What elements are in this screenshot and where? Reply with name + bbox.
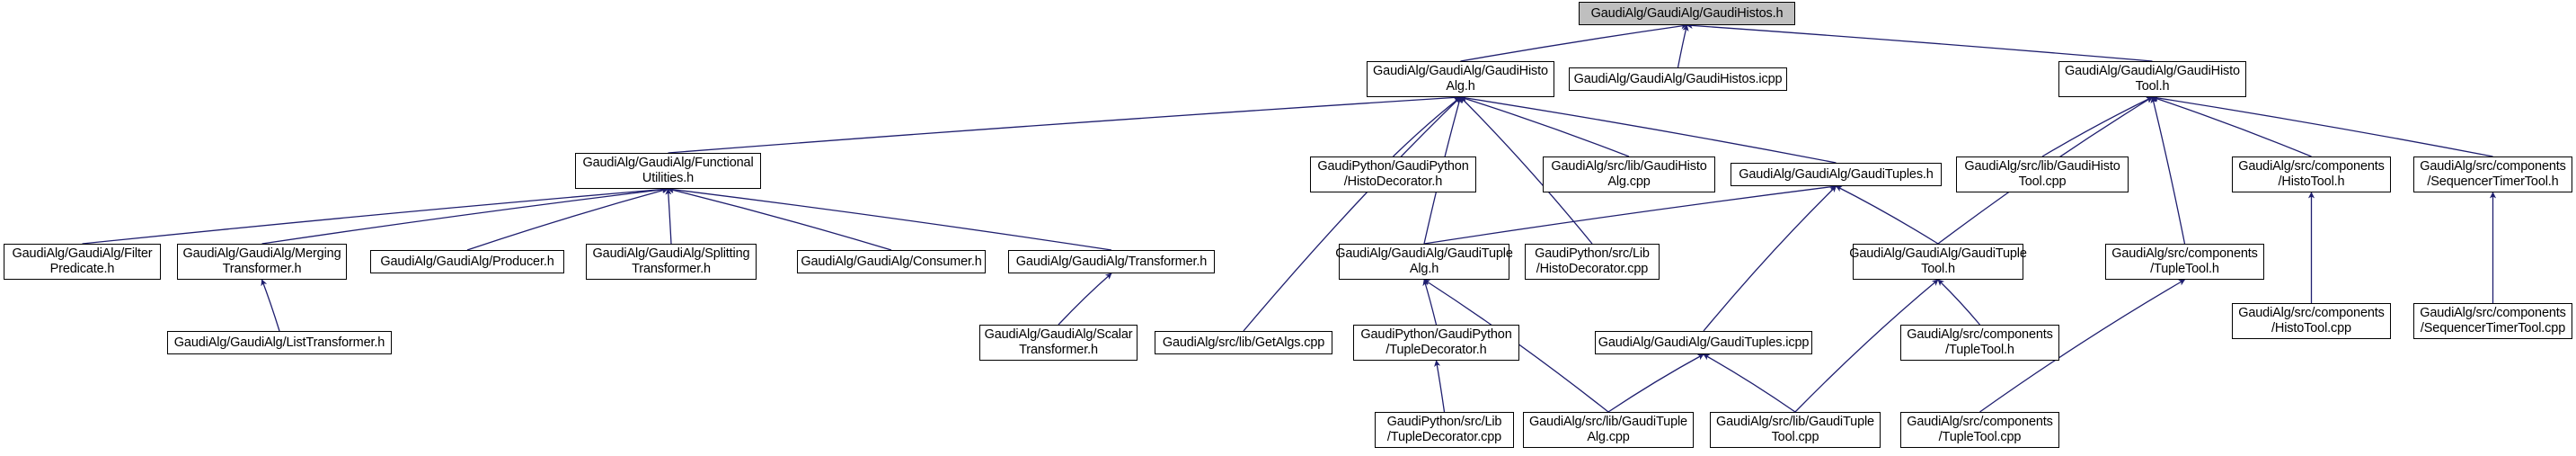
graph-edge: [261, 279, 280, 332]
graph-node[interactable]: GaudiAlg/GaudiAlg/GaudiTuple Alg.h: [1335, 244, 1513, 280]
graph-node[interactable]: GaudiAlg/src/components /SequencerTimerT…: [2413, 303, 2572, 339]
graph-node[interactable]: GaudiAlg/GaudiAlg/Consumer.h: [797, 250, 986, 273]
graph-node[interactable]: GaudiAlg/GaudiAlg/Functional Utilities.h: [575, 153, 761, 189]
graph-node[interactable]: GaudiPython/GaudiPython /TupleDecorator.…: [1353, 325, 1519, 361]
graph-node[interactable]: GaudiAlg/GaudiAlg/GaudiHisto Tool.h: [2058, 61, 2246, 97]
graph-edge: [1423, 183, 1837, 245]
graph-node[interactable]: GaudiAlg/src/components /HistoTool.cpp: [2232, 303, 2391, 339]
graph-node[interactable]: GaudiAlg/src/components /SequencerTimerT…: [2413, 156, 2572, 192]
graph-node[interactable]: GaudiAlg/src/lib/GaudiTuple Tool.cpp: [1710, 412, 1881, 448]
graph-node[interactable]: GaudiAlg/GaudiAlg/Filter Predicate.h: [4, 244, 161, 280]
graph-edge: [2041, 96, 2154, 157]
graph-edge: [667, 187, 892, 251]
graph-edge: [668, 94, 1462, 154]
graph-node[interactable]: GaudiAlg/GaudiAlg/Scalar Transformer.h: [979, 325, 1138, 361]
graph-edge: [261, 186, 669, 245]
graph-edge: [2150, 96, 2186, 245]
graph-node[interactable]: GaudiAlg/GaudiAlg/Producer.h: [370, 250, 564, 273]
graph-node[interactable]: GaudiPython/src/Lib /HistoDecorator.cpp: [1525, 244, 1660, 280]
graph-edge: [1703, 353, 1796, 413]
graph-edge: [1058, 273, 1112, 326]
graph-edge: [1686, 22, 2153, 62]
graph-node[interactable]: GaudiPython/src/Lib /TupleDecorator.cpp: [1375, 412, 1514, 448]
graph-edge: [1835, 185, 1939, 245]
graph-edge: [1459, 95, 1630, 157]
graph-edge: [1937, 279, 1980, 326]
graph-node[interactable]: GaudiAlg/GaudiAlg/ListTransformer.h: [167, 331, 392, 354]
graph-node[interactable]: GaudiAlg/GaudiAlg/Splitting Transformer.…: [586, 244, 757, 280]
graph-edge: [466, 187, 669, 251]
graph-node[interactable]: GaudiAlg/src/lib/GaudiHisto Alg.cpp: [1543, 156, 1715, 192]
graph-edge: [82, 185, 669, 245]
graph-edge: [1459, 94, 1837, 164]
graph-edge: [1460, 22, 1688, 62]
graph-edge: [1422, 279, 1438, 326]
graph-edge: [2151, 94, 2493, 157]
graph-node[interactable]: GaudiAlg/GaudiAlg/GaudiHisto Alg.h: [1367, 61, 1554, 97]
graph-node[interactable]: GaudiAlg/src/lib/GaudiTuple Alg.cpp: [1523, 412, 1694, 448]
graph-node[interactable]: GaudiAlg/GaudiAlg/GaudiTuples.h: [1731, 163, 1942, 186]
graph-edge: [667, 186, 1112, 251]
graph-node[interactable]: GaudiAlg/src/components /HistoTool.h: [2232, 156, 2391, 192]
graph-node[interactable]: GaudiAlg/GaudiAlg/Merging Transformer.h: [177, 244, 347, 280]
graph-node[interactable]: GaudiAlg/src/lib/GaudiHisto Tool.cpp: [1956, 156, 2129, 192]
graph-edge: [1434, 360, 1446, 413]
graph-node[interactable]: GaudiAlg/GaudiAlg/GaudiHistos.icpp: [1569, 67, 1787, 91]
graph-node[interactable]: GaudiAlg/src/lib/GetAlgs.cpp: [1155, 331, 1332, 354]
graph-edge: [665, 188, 672, 245]
graph-edge: [1607, 353, 1704, 413]
graph-node[interactable]: GaudiAlg/src/components /TupleTool.h: [1900, 325, 2059, 361]
graph-node[interactable]: GaudiAlg/src/components /TupleTool.h: [2105, 244, 2264, 280]
graph-node-root[interactable]: GaudiAlg/GaudiAlg/GaudiHistos.h: [1579, 2, 1795, 25]
graph-node[interactable]: GaudiAlg/src/components /TupleTool.cpp: [1900, 412, 2059, 448]
graph-node[interactable]: GaudiAlg/GaudiAlg/Transformer.h: [1008, 250, 1215, 273]
graph-edge: [1703, 185, 1837, 332]
graph-node[interactable]: GaudiAlg/GaudiAlg/GaudiTuple Tool.h: [1849, 244, 2027, 280]
graph-edge: [1243, 96, 1462, 332]
graph-node[interactable]: GaudiAlg/GaudiAlg/GaudiTuples.icpp: [1595, 331, 1812, 354]
graph-edge: [2151, 95, 2312, 157]
graph-node[interactable]: GaudiPython/GaudiPython /HistoDecorator.…: [1310, 156, 1476, 192]
graph-edge: [1677, 24, 1689, 68]
graph-edge: [1393, 96, 1462, 157]
